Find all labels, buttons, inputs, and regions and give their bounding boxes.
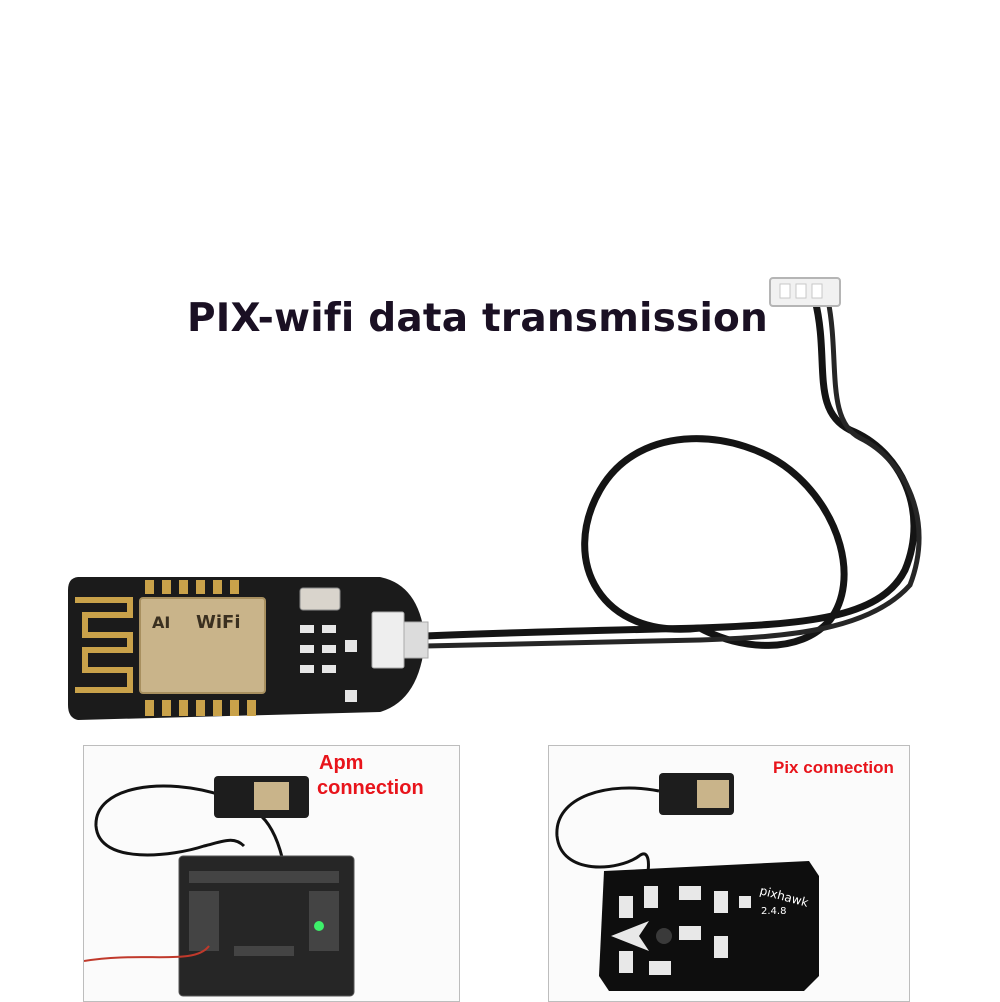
wifi-module-photo: AI WiFi (68, 277, 922, 720)
pix-connection-photo: pixhawk 2.4.8 (555, 773, 819, 991)
apm-connection-photo (84, 776, 355, 997)
reset-button (299, 587, 341, 611)
cable-loop (581, 435, 848, 649)
apm-caption-line2: connection (317, 777, 424, 799)
connector-end (769, 277, 841, 307)
pixhawk-version: 2.4.8 (761, 906, 786, 917)
page-title: PIX-wifi data transmission (187, 296, 768, 341)
chip-text: WiFi (196, 612, 241, 633)
apm-caption-line1: Apm (319, 752, 364, 774)
cable (421, 296, 918, 640)
chip-brand: AI (152, 613, 170, 632)
board-connector (371, 611, 405, 669)
esp-chip (139, 597, 266, 694)
apm-connection-panel: Apm connection (83, 745, 460, 1002)
pix-connection-panel: pixhawk 2.4.8 Pix connection (548, 745, 910, 1002)
pcb-board: AI WiFi (68, 577, 429, 720)
pix-caption: Pix connection (773, 758, 894, 777)
